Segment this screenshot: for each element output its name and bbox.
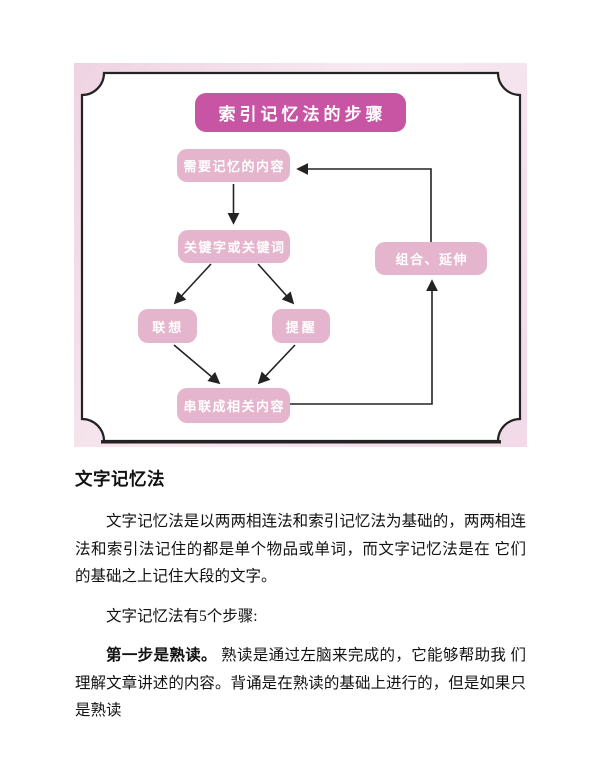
paragraph-step-one-text: 熟读是通过左脑来完成的，它能够帮助我 们理解文章讲述的内容。背诵是在熟读的基础上… bbox=[75, 647, 526, 719]
section-heading: 文字记忆法 bbox=[75, 469, 165, 489]
paragraph-intro: 文字记忆法是以两两相连法和索引记忆法为基础的，两两相连法和索引法记住的都是单个物… bbox=[75, 513, 526, 585]
diagram-node-reminder: 提醒 bbox=[272, 309, 330, 343]
arrow-chain-to-extend bbox=[290, 279, 438, 405]
diagram-node-keywords: 关键字或关键词 bbox=[178, 230, 290, 263]
diagram-node-combine-extend: 组合、延伸 bbox=[375, 242, 487, 275]
paragraph-step-one: 第一步是熟读。 熟读是通过左脑来完成的，它能够帮助我 们理解文章讲述的内容。背诵… bbox=[75, 642, 526, 725]
paragraph-steps-lead: 文字记忆法有5个步骤: bbox=[106, 607, 258, 625]
index-memory-method-figure: 索引记忆法的步骤 需要记忆的内容 关键字或关键词 联想 提醒 串联成相关内容 组… bbox=[74, 63, 527, 447]
arrow-reminder-to-chain bbox=[257, 344, 296, 385]
diagram-node-chain-related-content: 串联成相关内容 bbox=[177, 388, 290, 423]
arrow-extend-to-content bbox=[296, 163, 432, 242]
diagram-node-content-to-memorize: 需要记忆的内容 bbox=[177, 149, 290, 182]
arrow-keywords-to-association bbox=[173, 263, 212, 305]
paragraph-step-one-lead: 第一步是熟读。 bbox=[106, 647, 217, 664]
arrow-association-to-chain bbox=[173, 344, 221, 385]
flow-arrows bbox=[173, 163, 438, 405]
arrow-keywords-to-reminder bbox=[257, 263, 295, 305]
article-text-memory-method: 文字记忆法 文字记忆法是以两两相连法和索引记忆法为基础的，两两相连法和索引法记住… bbox=[75, 466, 526, 737]
diagram-node-association: 联想 bbox=[138, 309, 197, 343]
diagram-title: 索引记忆法的步骤 bbox=[195, 93, 406, 132]
